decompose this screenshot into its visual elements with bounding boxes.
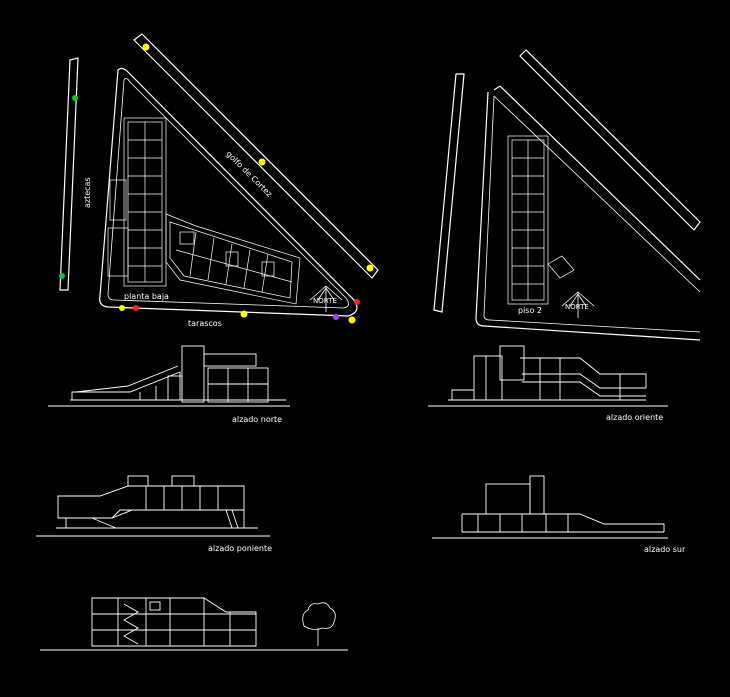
ground-floor-building (107, 117, 301, 305)
elevation-label-west: alzado poniente (208, 544, 273, 553)
north-arrow-1 (309, 285, 343, 312)
elevation-east (428, 345, 668, 407)
street-strip-northeast-2 (519, 49, 701, 231)
building-section (40, 597, 348, 651)
site-boundary (99, 67, 358, 317)
street-strip-west (59, 57, 79, 291)
street-strip-west-2 (433, 73, 465, 313)
north-label-1: NORTE (313, 297, 337, 305)
tree-icon (302, 602, 336, 646)
elevation-north (48, 345, 290, 407)
plan-label-planta-baja: planta baja (124, 292, 169, 301)
elevation-label-north: alzado norte (232, 415, 283, 424)
street-strip-northeast (133, 33, 379, 279)
site-plan-ground-floor (59, 33, 379, 317)
elevation-label-east: alzado oriente (606, 413, 664, 422)
street-label-aztecas: aztecas (83, 177, 92, 208)
street-label-tarascos: tarascos (188, 319, 222, 328)
elevation-label-south: alzado sur (644, 545, 686, 554)
plan-label-piso-2: piso 2 (518, 306, 542, 315)
north-label-2: NORTE (565, 303, 589, 311)
site-markers-1 (59, 43, 374, 324)
site-plan-floor-2 (433, 49, 701, 341)
elevation-south (432, 475, 668, 539)
elevation-west (36, 475, 270, 537)
floor-2-building (507, 135, 575, 305)
north-arrow-2 (561, 291, 595, 318)
